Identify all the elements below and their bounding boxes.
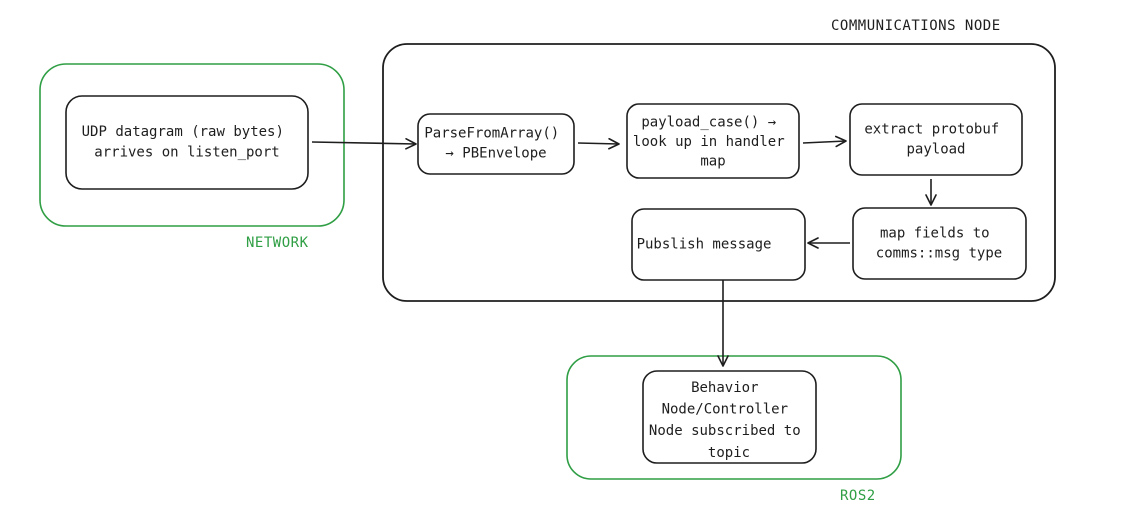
node-text-line: Behavior bbox=[691, 380, 758, 396]
map-fields-node: map fields to comms::msg type bbox=[852, 207, 1027, 280]
svg-text:ParseFromArray() → PBEnv: ParseFromArray() → PBEnvelope bbox=[424, 126, 567, 162]
ros2-group-label: ROS2 bbox=[840, 488, 876, 504]
node-text-line: look up in handler bbox=[633, 134, 785, 150]
node-text-line: → PBEnvelope bbox=[445, 145, 546, 161]
svg-text:Pubslish message: Pubslish message bbox=[637, 237, 772, 253]
node-text-line: arrives on listen_port bbox=[94, 144, 279, 160]
udp-datagram-node: UDP datagram (raw bytes) arrives on list… bbox=[65, 95, 309, 190]
communications-node-frame bbox=[382, 43, 1056, 302]
behavior-node: Behavior Node/Controller Node subscribed… bbox=[642, 370, 817, 464]
edge-payload-case-to-extract bbox=[802, 135, 847, 148]
node-text-line: Node/Controller bbox=[662, 402, 788, 418]
svg-text:UDP datagram (raw bytes): UDP datagram (raw bytes) arrives on list… bbox=[82, 124, 293, 160]
node-text-line: map bbox=[700, 154, 725, 170]
ros2-group-frame bbox=[566, 355, 902, 480]
node-text-line: extract protobuf bbox=[864, 122, 999, 138]
network-group-label: NETWORK bbox=[246, 235, 309, 251]
svg-text:extract protobuf payload: extract protobuf payload bbox=[864, 122, 1007, 158]
extract-protobuf-node: extract protobuf payload bbox=[849, 103, 1023, 176]
publish-message-node: Pubslish message bbox=[631, 208, 806, 281]
node-text-line: map fields to bbox=[880, 226, 990, 242]
edge-udp-to-parse bbox=[311, 138, 417, 150]
svg-text:payload_case() → look up: payload_case() → look up in handler map bbox=[633, 114, 793, 169]
node-text-line: Pubslish message bbox=[637, 237, 772, 253]
svg-text:map fields to comms::msg: map fields to comms::msg type bbox=[876, 226, 1002, 262]
edge-parse-to-payload-case bbox=[577, 137, 620, 150]
node-text-line: comms::msg type bbox=[876, 245, 1002, 261]
node-text-line: topic bbox=[708, 445, 750, 461]
communications-node-label: COMMUNICATIONS NODE bbox=[831, 18, 1001, 34]
node-text-line: ParseFromArray() bbox=[424, 126, 559, 142]
node-text-line: UDP datagram (raw bytes) bbox=[82, 124, 284, 140]
node-text-line: payload bbox=[906, 141, 965, 157]
node-text-line: payload_case() → bbox=[641, 114, 776, 130]
node-text-line: Node subscribed to bbox=[649, 423, 801, 439]
svg-text:Behavior Node/Controller: Behavior Node/Controller Node subscribed… bbox=[649, 380, 809, 461]
network-group-frame bbox=[39, 63, 345, 227]
payload-case-node: payload_case() → look up in handler map bbox=[626, 103, 800, 179]
parse-from-array-node: ParseFromArray() → PBEnvelope bbox=[417, 113, 575, 175]
